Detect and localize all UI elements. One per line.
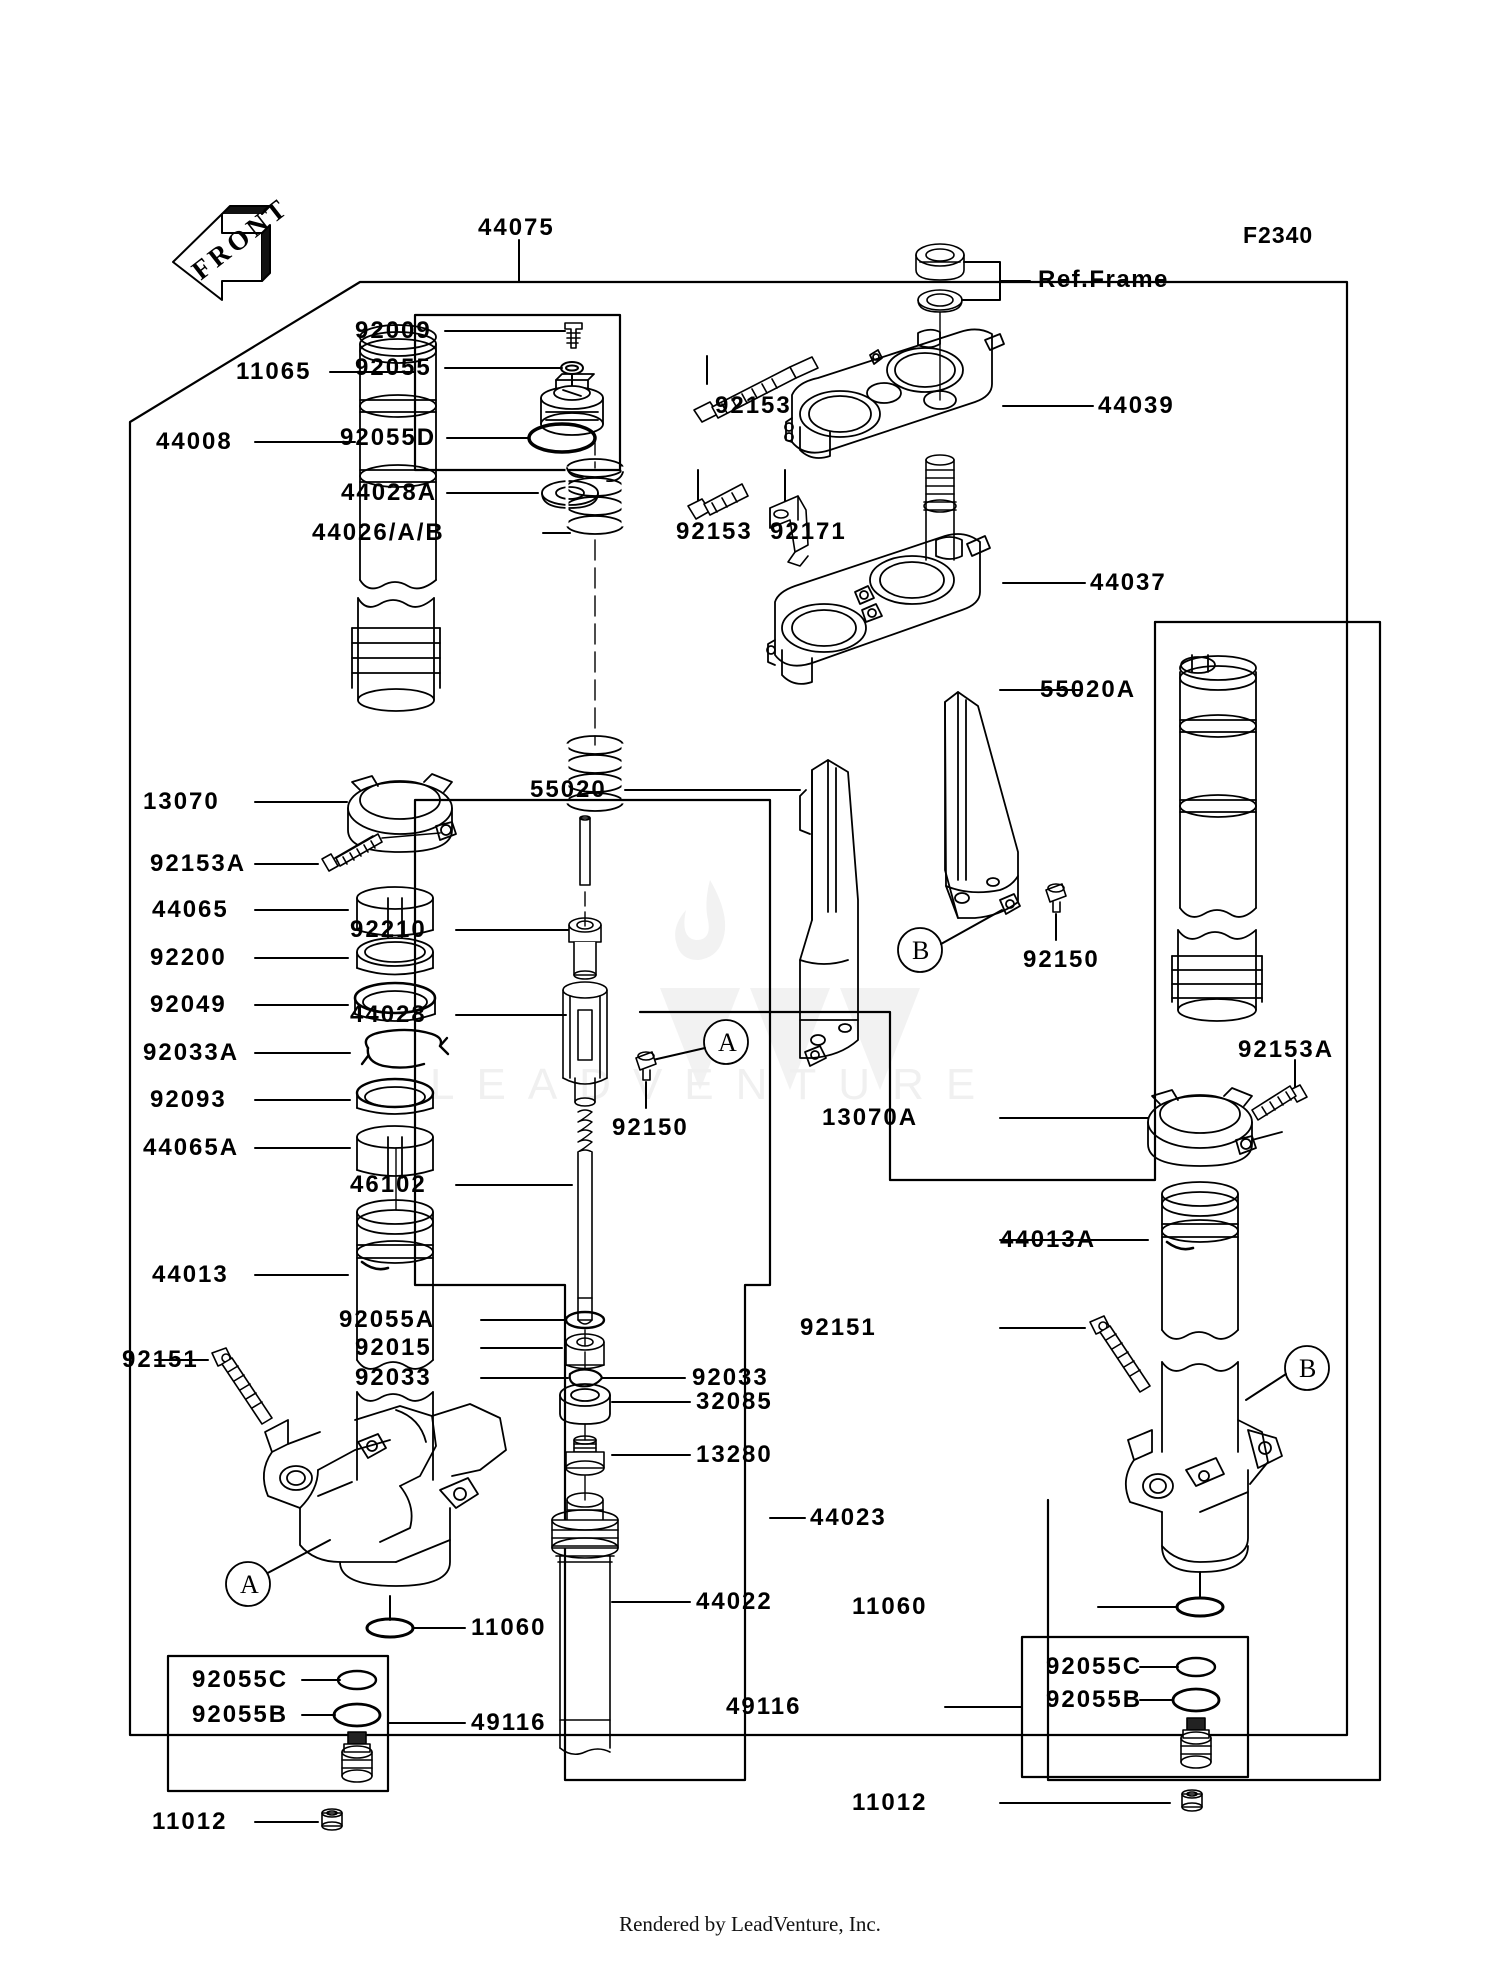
label-92150-right[interactable]: 92150 [1023, 946, 1100, 973]
label-92033-left[interactable]: 92033 [355, 1364, 432, 1391]
label-44023[interactable]: 44023 [810, 1504, 887, 1531]
label-92033A[interactable]: 92033A [143, 1039, 240, 1066]
label-92055[interactable]: 92055 [355, 354, 432, 381]
label-92055D[interactable]: 92055D [340, 424, 437, 451]
footer-attribution: Rendered by LeadVenture, Inc. [619, 1912, 881, 1936]
label-13280[interactable]: 13280 [696, 1441, 773, 1468]
label-92171[interactable]: 92171 [770, 518, 847, 545]
label-92153-lower[interactable]: 92153 [676, 518, 753, 545]
label-92153-upper[interactable]: 92153 [715, 392, 792, 419]
callout-a-left-leg[interactable]: A [240, 1570, 259, 1599]
label-92009[interactable]: 92009 [355, 317, 432, 344]
label-92055B-left[interactable]: 92055B [192, 1701, 289, 1728]
callout-b-guard[interactable]: B [912, 936, 930, 965]
label-92200[interactable]: 92200 [150, 944, 227, 971]
callout-a-guard[interactable]: A [718, 1028, 737, 1057]
label-92151-right[interactable]: 92151 [800, 1314, 877, 1341]
label-55020[interactable]: 55020 [530, 776, 607, 803]
label-92153A[interactable]: 92153A [150, 850, 247, 877]
label-55020A[interactable]: 55020A [1040, 676, 1137, 703]
label-11065[interactable]: 11065 [236, 358, 312, 385]
label-13070A[interactable]: 13070A [822, 1104, 919, 1131]
label-ref-frame[interactable]: Ref.Frame [1038, 266, 1169, 293]
label-49116-right[interactable]: 49116 [726, 1693, 802, 1720]
label-92033-right[interactable]: 92033 [692, 1364, 769, 1391]
label-92055C-left[interactable]: 92055C [192, 1666, 289, 1693]
label-92151-left[interactable]: 92151 [122, 1346, 199, 1373]
label-46102[interactable]: 46102 [350, 1171, 427, 1198]
label-44008[interactable]: 44008 [156, 428, 233, 455]
label-32085[interactable]: 32085 [696, 1388, 773, 1415]
label-92055C-right[interactable]: 92055C [1046, 1653, 1143, 1680]
label-92210[interactable]: 92210 [350, 916, 427, 943]
label-44065[interactable]: 44065 [152, 896, 229, 923]
label-44075[interactable]: 44075 [478, 214, 555, 241]
label-44028A[interactable]: 44028A [341, 479, 438, 506]
label-44013A[interactable]: 44013A [1000, 1226, 1097, 1253]
label-44022[interactable]: 44022 [696, 1588, 773, 1615]
label-44013[interactable]: 44013 [152, 1261, 229, 1288]
label-44039[interactable]: 44039 [1098, 392, 1175, 419]
label-44028[interactable]: 44028 [350, 1001, 427, 1028]
diagram-id: F2340 [1243, 222, 1314, 248]
label-11060-left[interactable]: 11060 [471, 1614, 547, 1641]
label-92055A[interactable]: 92055A [339, 1306, 436, 1333]
label-11012-left[interactable]: 11012 [152, 1808, 228, 1835]
label-11012-right[interactable]: 11012 [852, 1789, 928, 1816]
label-92150-left[interactable]: 92150 [612, 1114, 689, 1141]
label-92015[interactable]: 92015 [355, 1334, 432, 1361]
label-44065A[interactable]: 44065A [143, 1134, 240, 1161]
label-44026[interactable]: 44026/A/B [312, 519, 445, 546]
label-49116-left[interactable]: 49116 [471, 1709, 547, 1736]
label-92055B-right[interactable]: 92055B [1046, 1686, 1143, 1713]
callout-b-right-leg[interactable]: B [1299, 1354, 1317, 1383]
label-92049[interactable]: 92049 [150, 991, 227, 1018]
label-92093[interactable]: 92093 [150, 1086, 227, 1113]
label-92153A-right[interactable]: 92153A [1238, 1036, 1335, 1063]
label-13070[interactable]: 13070 [143, 788, 220, 815]
label-44037[interactable]: 44037 [1090, 569, 1167, 596]
label-11060-right[interactable]: 11060 [852, 1593, 928, 1620]
